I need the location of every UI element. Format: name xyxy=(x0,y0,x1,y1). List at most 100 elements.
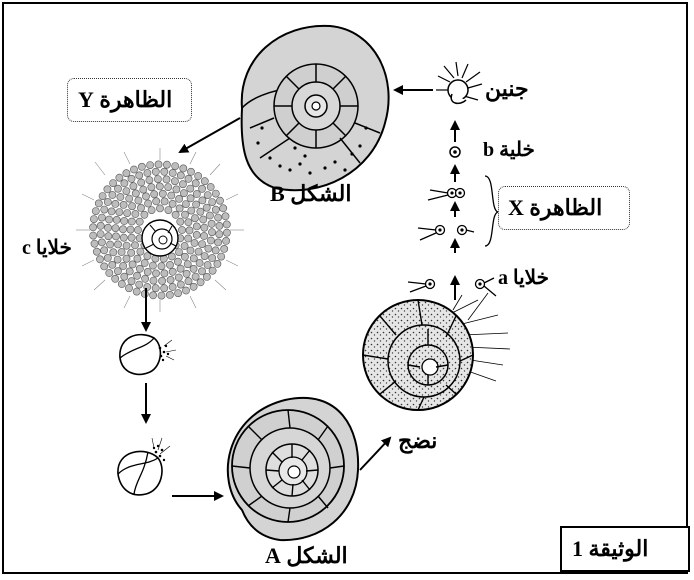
cell-c-ball xyxy=(183,260,192,269)
cell-c-ball xyxy=(151,284,160,293)
cell-c-ball xyxy=(184,174,193,183)
cell-c-ball xyxy=(181,200,190,208)
cell-c-ball xyxy=(140,210,149,219)
cell-c-ball xyxy=(175,194,183,203)
cell-c-ball xyxy=(191,272,200,281)
cell-c-ball xyxy=(198,196,207,205)
cell-c-ball xyxy=(208,254,217,262)
cell-c-ball xyxy=(115,208,124,216)
cell-c-ball xyxy=(139,185,148,194)
cell-c-ball xyxy=(135,264,144,273)
cell-c-ball xyxy=(150,190,159,199)
cell-c-ball xyxy=(180,252,189,261)
cell-c-ball xyxy=(115,173,124,182)
cell-c-ball xyxy=(108,261,117,269)
cell-c-ball xyxy=(168,199,177,208)
cell-c-ball xyxy=(164,183,173,191)
cell-c-ball xyxy=(178,180,187,189)
cell-c-ball xyxy=(143,169,152,177)
shell-b xyxy=(240,24,390,192)
cell-c-ball xyxy=(137,178,146,187)
cell-c-ball xyxy=(130,165,138,174)
cell-c-ball xyxy=(104,223,112,232)
cell-c-ball xyxy=(117,280,126,288)
cell-c-ball xyxy=(189,254,198,263)
cell-c-ball xyxy=(170,177,179,186)
cell-c-ball xyxy=(168,169,177,177)
cell-c-ball xyxy=(189,265,198,273)
cell-c-ball xyxy=(98,238,106,247)
cell-c-ball xyxy=(219,204,228,213)
cell-c-ball xyxy=(176,171,185,180)
mature-shell xyxy=(362,292,511,411)
cell-c-ball xyxy=(163,160,171,169)
form-a-label: الشكل A xyxy=(265,543,348,568)
cell-c-ball xyxy=(111,224,120,232)
cell-c-ball xyxy=(157,262,166,271)
cell-c-ball xyxy=(125,284,133,293)
cell-c-ball xyxy=(184,277,193,286)
diagram-frame xyxy=(2,2,688,574)
cell-c-ball xyxy=(94,199,103,208)
cell-c-ball xyxy=(203,191,212,199)
cell-c-ball xyxy=(100,205,109,214)
cell-c-ball xyxy=(196,278,205,287)
cell-c-ball xyxy=(109,179,117,187)
cell-c-ball xyxy=(140,259,149,267)
cell-c-ball xyxy=(171,162,180,170)
cell-c-ball xyxy=(178,226,186,234)
cell-c-ball xyxy=(172,185,181,194)
cell-c-ball xyxy=(108,191,117,199)
cell-c-ball xyxy=(90,239,99,248)
cell-c-ball xyxy=(192,200,200,209)
cell-c-ball xyxy=(166,276,175,284)
cell-c-ball xyxy=(133,271,141,280)
cell-c-ball xyxy=(175,204,184,213)
cell-b-label: خلية b xyxy=(483,139,535,161)
cell-c-ball xyxy=(214,213,222,222)
embryo-label: جنين xyxy=(485,76,529,101)
cell-c-ball xyxy=(158,189,167,198)
cell-c-ball xyxy=(165,291,174,299)
cell-c-ball xyxy=(215,222,224,230)
cell-c-ball xyxy=(107,207,116,216)
cell-c-ball xyxy=(211,205,220,214)
cell-c-ball xyxy=(192,231,201,239)
cell-c-ball xyxy=(105,269,114,277)
cell-c-ball xyxy=(214,238,222,247)
cell-c-ball xyxy=(120,272,129,281)
cell-c-ball xyxy=(203,261,212,269)
cell-c-ball xyxy=(215,230,224,239)
cell-c-ball xyxy=(149,291,157,300)
document-label: الوثيقة 1 xyxy=(572,536,649,561)
cell-c-ball xyxy=(173,257,182,266)
cell-c-ball xyxy=(127,248,136,257)
cell-c-ball xyxy=(89,231,98,240)
cell-c-ball xyxy=(127,233,136,242)
cell-c-ball xyxy=(211,189,220,198)
cell-b-drawing xyxy=(449,146,461,158)
cell-c-ball xyxy=(202,203,211,212)
cell-c-ball xyxy=(198,240,206,248)
cell-c-ball xyxy=(160,167,169,176)
cell-c-ball xyxy=(120,217,129,225)
cell-c-ball xyxy=(96,230,105,238)
cell-c-ball xyxy=(200,223,209,232)
cell-c-ball xyxy=(171,210,180,219)
cell-c-ball xyxy=(122,241,131,250)
cell-c-ball xyxy=(182,286,190,295)
cell-c-ball xyxy=(184,234,193,243)
cell-c-ball xyxy=(156,204,164,213)
cell-c-ball xyxy=(208,228,216,237)
embryo-drawing xyxy=(436,61,483,105)
cell-c-ball xyxy=(100,262,109,271)
cell-c-ball xyxy=(135,171,144,180)
cell-c-ball xyxy=(174,289,182,298)
cell-c-ball xyxy=(206,183,215,191)
cell-c-ball xyxy=(122,187,131,195)
cell-c-ball xyxy=(217,252,226,261)
cells-a-drawing xyxy=(407,277,497,297)
cell-c-ball xyxy=(196,207,205,216)
cell-c-ball xyxy=(151,167,160,176)
